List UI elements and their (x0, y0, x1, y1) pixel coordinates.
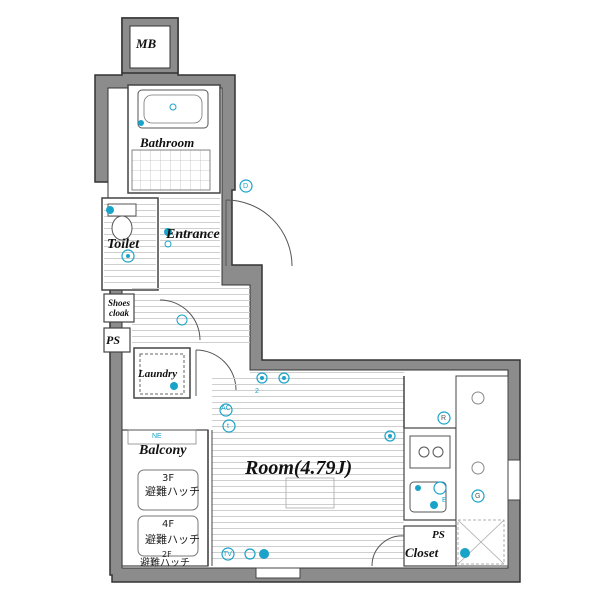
closet-box (403, 525, 457, 567)
entrance-label: Entrance (166, 227, 220, 242)
entrance-floor (160, 198, 220, 288)
toilet-area (101, 197, 159, 291)
shoes-cloak-box (103, 293, 135, 323)
bathroom-area (127, 84, 221, 194)
hatch-4f-text: 避難ハッチ (145, 533, 200, 546)
gas-tag: G (475, 493, 481, 500)
e-tag: E (442, 497, 447, 504)
laundry-label: Laundry (138, 368, 178, 380)
toilet-label: Toilet (107, 237, 140, 252)
fridge-tag: R (441, 415, 447, 422)
door-marker: D (243, 183, 249, 190)
outlet-count-tag: 2 (255, 388, 259, 395)
hatch-2f-floor: 2F (162, 550, 172, 559)
balcony-area (121, 429, 213, 567)
closet-label: Closet (405, 545, 439, 560)
kitchen-area (403, 427, 457, 521)
ne-tag: NE (152, 433, 162, 440)
corridor-floor (132, 288, 250, 344)
ps-left-box (103, 327, 131, 353)
hatch-3f-floor: 3F (162, 473, 175, 484)
hatch-4f-floor: 4F (162, 519, 175, 530)
balcony-label: Balcony (139, 443, 187, 458)
bathroom-label: Bathroom (140, 135, 195, 150)
tv-tag: TV (223, 551, 232, 558)
shoes-cloak-label: Shoes cloak (107, 298, 130, 318)
room-floor (212, 376, 404, 564)
telephone-tag: t (227, 423, 229, 430)
bottom-window (255, 567, 301, 579)
right-window (507, 459, 521, 501)
hatch-2f-text: 避難ハッチ (140, 558, 190, 569)
ps-closet-label: PS (432, 529, 445, 541)
room-floor-upper (250, 370, 404, 380)
outlet-symbols (219, 179, 485, 561)
mb-label: MB (136, 36, 157, 51)
hatch-3f-text: 避難ハッチ (145, 485, 200, 498)
ps-left-label: PS (106, 333, 121, 347)
ac-tag: AC (221, 405, 231, 412)
right-corner-hatch (457, 519, 505, 565)
room-label: Room(4.79J) (245, 457, 353, 479)
